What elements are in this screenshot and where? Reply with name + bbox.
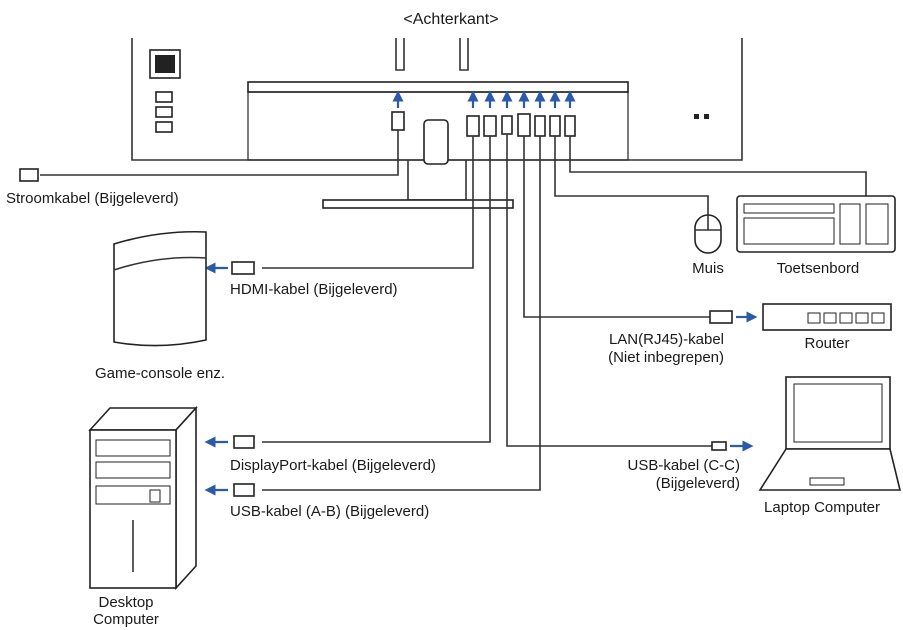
label-laptop: Laptop Computer bbox=[764, 499, 880, 516]
mouse-device bbox=[694, 214, 722, 254]
monitor-stand bbox=[322, 38, 514, 209]
label-lan-cable-line1: LAN(RJ45)-kabel bbox=[609, 331, 724, 348]
port-plugs bbox=[391, 111, 576, 137]
label-power-cable: Stroomkabel (Bijgeleverd) bbox=[6, 190, 179, 207]
label-displayport-cable: DisplayPort-kabel (Bijgeleverd) bbox=[230, 457, 436, 474]
router-device bbox=[762, 303, 892, 331]
port-arrows bbox=[392, 90, 576, 108]
label-mouse: Muis bbox=[692, 260, 724, 277]
label-desktop-line2: Computer bbox=[93, 611, 159, 628]
label-router: Router bbox=[804, 335, 849, 352]
label-keyboard: Toetsenbord bbox=[777, 260, 860, 277]
desktop-device bbox=[88, 405, 198, 591]
label-desktop-line1: Desktop bbox=[98, 594, 153, 611]
label-lan-cable-line2: (Niet inbegrepen) bbox=[608, 349, 724, 366]
diagram-title: <Achterkant> bbox=[403, 11, 498, 28]
label-hdmi-cable: HDMI-kabel (Bijgeleverd) bbox=[230, 281, 398, 298]
keyboard-device bbox=[736, 195, 896, 253]
label-usb-cc-cable-line2: (Bijgeleverd) bbox=[656, 475, 740, 492]
label-game-console: Game-console enz. bbox=[95, 365, 225, 382]
laptop-device bbox=[758, 376, 902, 491]
cable-ends bbox=[19, 168, 758, 497]
cable-lines bbox=[40, 130, 867, 491]
monitor-back bbox=[131, 38, 743, 165]
game-console-device bbox=[113, 230, 207, 347]
label-usb-cc-cable-line1: USB-kabel (C-C) bbox=[627, 457, 740, 474]
label-usb-ab-cable: USB-kabel (A-B) (Bijgeleverd) bbox=[230, 503, 429, 520]
